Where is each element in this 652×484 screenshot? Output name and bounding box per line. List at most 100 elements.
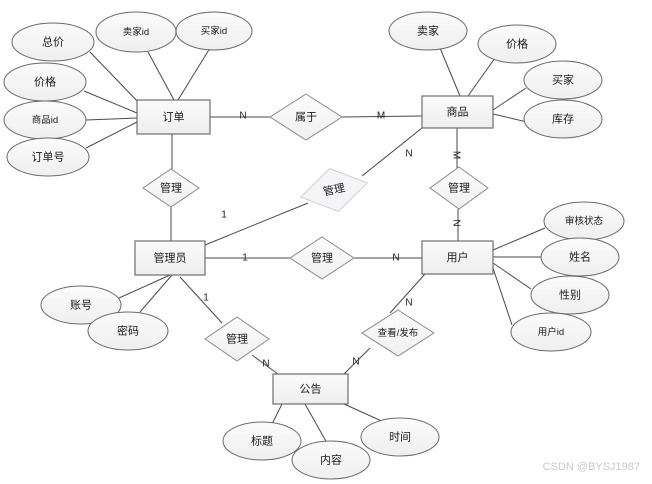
attribute-product-stock[interactable]: 库存 <box>523 99 603 139</box>
attribute-label: 用户id <box>538 326 564 338</box>
relationship-manage-order-admin[interactable]: 管理 <box>142 168 200 208</box>
attribute-shape <box>477 24 557 64</box>
relationship-label: 管理 <box>226 331 248 345</box>
relationship-shape <box>204 316 270 362</box>
cardinality-label: 1 <box>203 293 209 304</box>
er-edge <box>361 127 423 177</box>
er-edge <box>492 113 528 123</box>
relationship-shape <box>361 309 435 357</box>
relationship-manage-admin-notice[interactable]: 管理 <box>204 316 270 362</box>
attribute-label: 审核状态 <box>565 215 604 227</box>
attribute-label: 总价 <box>42 34 64 48</box>
attribute-order-number[interactable]: 订单号 <box>6 137 90 177</box>
er-edge <box>85 121 138 149</box>
attribute-shape <box>510 312 592 352</box>
attribute-shape <box>523 99 603 139</box>
attribute-order-price[interactable]: 价格 <box>3 62 87 102</box>
er-edge <box>271 403 283 425</box>
attribute-product-price[interactable]: 价格 <box>477 24 557 64</box>
attribute-shape <box>540 237 620 277</box>
attribute-label: 卖家 <box>417 23 439 37</box>
relationship-label: 管理 <box>448 180 470 194</box>
er-edge <box>204 202 309 246</box>
relationship-shape <box>429 166 489 210</box>
entity-label: 管理员 <box>154 250 187 264</box>
relationship-manage-product-user[interactable]: 管理 <box>429 166 489 210</box>
attribute-label: 订单号 <box>32 150 65 163</box>
er-edge <box>467 57 496 97</box>
relationship-manage-admin-user[interactable]: 管理 <box>289 236 355 280</box>
er-edge <box>251 354 279 375</box>
attribute-shape <box>175 11 253 51</box>
relationship-shape <box>269 93 343 141</box>
attribute-notice-title[interactable]: 标题 <box>222 421 302 461</box>
entity-notice[interactable]: 公告 <box>272 373 349 405</box>
relationship-manage-ghost[interactable]: 管理 <box>296 161 372 218</box>
relationship-label: 管理 <box>311 250 333 264</box>
relationship-belongs-to[interactable]: 属于 <box>269 93 343 141</box>
entity-product[interactable]: 商品 <box>421 95 494 129</box>
entity-admin[interactable]: 管理员 <box>134 240 206 276</box>
relationship-shape <box>289 236 355 280</box>
attribute-order-seller-id[interactable]: 卖家id <box>95 11 177 53</box>
er-edge <box>147 51 175 101</box>
cardinality-label: M <box>377 111 385 122</box>
attribute-user-name[interactable]: 姓名 <box>540 237 620 277</box>
entity-shape <box>134 240 206 276</box>
relationship-view-publish[interactable]: 查看/发布 <box>361 309 435 357</box>
entity-shape <box>272 373 349 405</box>
attribute-product-buyer[interactable]: 买家 <box>523 60 603 100</box>
attribute-user-gender[interactable]: 性别 <box>530 275 610 315</box>
attribute-order-product-id[interactable]: 商品id <box>3 100 87 140</box>
er-edge <box>343 347 371 375</box>
er-edge <box>179 276 223 324</box>
attribute-order-total-price[interactable]: 总价 <box>11 22 95 62</box>
attribute-shape <box>6 137 90 177</box>
cardinality-label: M <box>450 151 461 159</box>
relationship-shape <box>142 168 200 208</box>
entity-shape <box>421 240 494 275</box>
attribute-notice-content[interactable]: 内容 <box>291 440 371 480</box>
er-edge <box>341 115 423 118</box>
er-edge <box>389 273 426 314</box>
attribute-shape <box>360 417 440 457</box>
entity-user[interactable]: 用户 <box>421 240 494 275</box>
attribute-notice-time[interactable]: 时间 <box>360 417 440 457</box>
cardinality-label: N <box>352 357 359 368</box>
cardinality-label: N <box>262 359 269 370</box>
edges-layer <box>83 47 546 444</box>
relationship-label: 管理 <box>322 180 346 198</box>
attribute-label: 商品id <box>32 114 58 126</box>
attribute-user-id[interactable]: 用户id <box>510 312 592 352</box>
relationship-label: 属于 <box>295 110 317 123</box>
attribute-label: 标题 <box>251 433 273 447</box>
er-edge <box>83 90 138 114</box>
cardinality-label: N <box>239 111 246 122</box>
er-edge <box>85 117 138 121</box>
attribute-product-seller[interactable]: 卖家 <box>388 11 468 51</box>
attribute-shape <box>530 275 610 315</box>
attribute-label: 卖家id <box>123 26 149 38</box>
er-edge <box>492 267 513 326</box>
csdn-watermark: CSDN @BYSJ1987 <box>543 461 640 473</box>
attribute-admin-password[interactable]: 密码 <box>87 311 169 351</box>
er-edge <box>118 274 171 299</box>
attribute-label: 买家id <box>201 25 227 37</box>
attribute-label: 库存 <box>552 111 574 125</box>
attribute-label: 价格 <box>34 74 56 88</box>
attribute-order-buyer-id[interactable]: 买家id <box>175 11 253 51</box>
er-edge <box>177 47 211 101</box>
er-edge <box>89 51 141 105</box>
relationship-label: 查看/发布 <box>378 327 419 339</box>
attribute-shape <box>523 60 603 100</box>
attribute-shape <box>291 440 371 480</box>
entity-order[interactable]: 订单 <box>136 99 211 135</box>
er-edge <box>343 403 387 424</box>
attribute-label: 内容 <box>320 452 342 466</box>
attribute-user-review-status[interactable]: 审核状态 <box>543 201 625 241</box>
attribute-admin-account[interactable]: 账号 <box>40 285 122 325</box>
er-edge <box>492 262 532 290</box>
